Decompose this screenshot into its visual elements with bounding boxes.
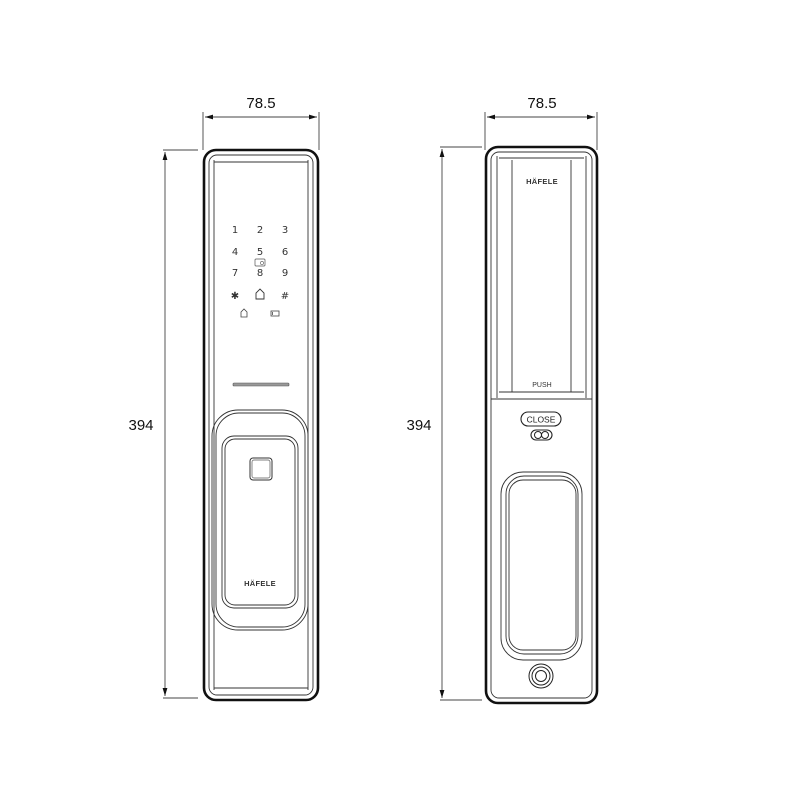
key-1[interactable]: 1	[232, 225, 238, 236]
key-2[interactable]: 2	[257, 225, 263, 236]
key-6[interactable]: 6	[282, 247, 288, 258]
card-reader-icon	[254, 258, 266, 267]
key-7[interactable]: 7	[232, 268, 238, 279]
close-button[interactable]: CLOSE	[520, 411, 562, 427]
key-5[interactable]: 5	[257, 247, 263, 258]
battery-icon	[270, 310, 280, 317]
key-8[interactable]: 8	[257, 268, 263, 279]
back-view: 78.5 394 HÄFELE PUSH CLOSE	[406, 95, 599, 705]
home-key-icon[interactable]	[255, 288, 265, 300]
back-brand-logo: HÄFELE	[526, 177, 558, 186]
back-width-dimension: 78.5	[484, 95, 598, 150]
front-height-label: 394	[128, 417, 153, 434]
back-height-label: 394	[406, 417, 431, 434]
back-height-dimension: 394	[406, 146, 482, 701]
back-width-label: 78.5	[527, 95, 556, 112]
key-3[interactable]: 3	[282, 225, 288, 236]
push-label: PUSH	[532, 382, 551, 389]
front-body-outline	[202, 148, 320, 702]
toggle-switch-icon[interactable]	[530, 429, 553, 441]
key-9[interactable]: 9	[282, 268, 288, 279]
key-hash[interactable]: #	[281, 291, 289, 302]
key-4[interactable]: 4	[232, 247, 238, 258]
front-handle[interactable]	[211, 409, 309, 631]
back-body-inner	[490, 151, 593, 699]
back-body-outline	[484, 145, 599, 705]
back-handle[interactable]	[500, 471, 583, 661]
front-height-dimension: 394	[128, 149, 198, 699]
keypad: 1 2 3 4 5 6 7 8 9 ✱ #	[231, 225, 289, 318]
front-brand-logo: HÄFELE	[244, 579, 276, 588]
front-view: 78.5 394 1 2 3 4 5 6 7 8	[128, 95, 320, 702]
fingerprint-sensor-icon[interactable]	[249, 457, 273, 481]
front-width-label: 78.5	[246, 95, 275, 112]
back-upper-cover	[491, 156, 592, 400]
front-slot	[232, 382, 290, 387]
key-cylinder-icon	[528, 663, 554, 689]
key-star[interactable]: ✱	[231, 291, 239, 302]
lock-icon	[240, 308, 248, 318]
front-body-inner	[208, 154, 314, 696]
close-button-label: CLOSE	[527, 415, 556, 425]
front-width-dimension: 78.5	[202, 95, 320, 150]
